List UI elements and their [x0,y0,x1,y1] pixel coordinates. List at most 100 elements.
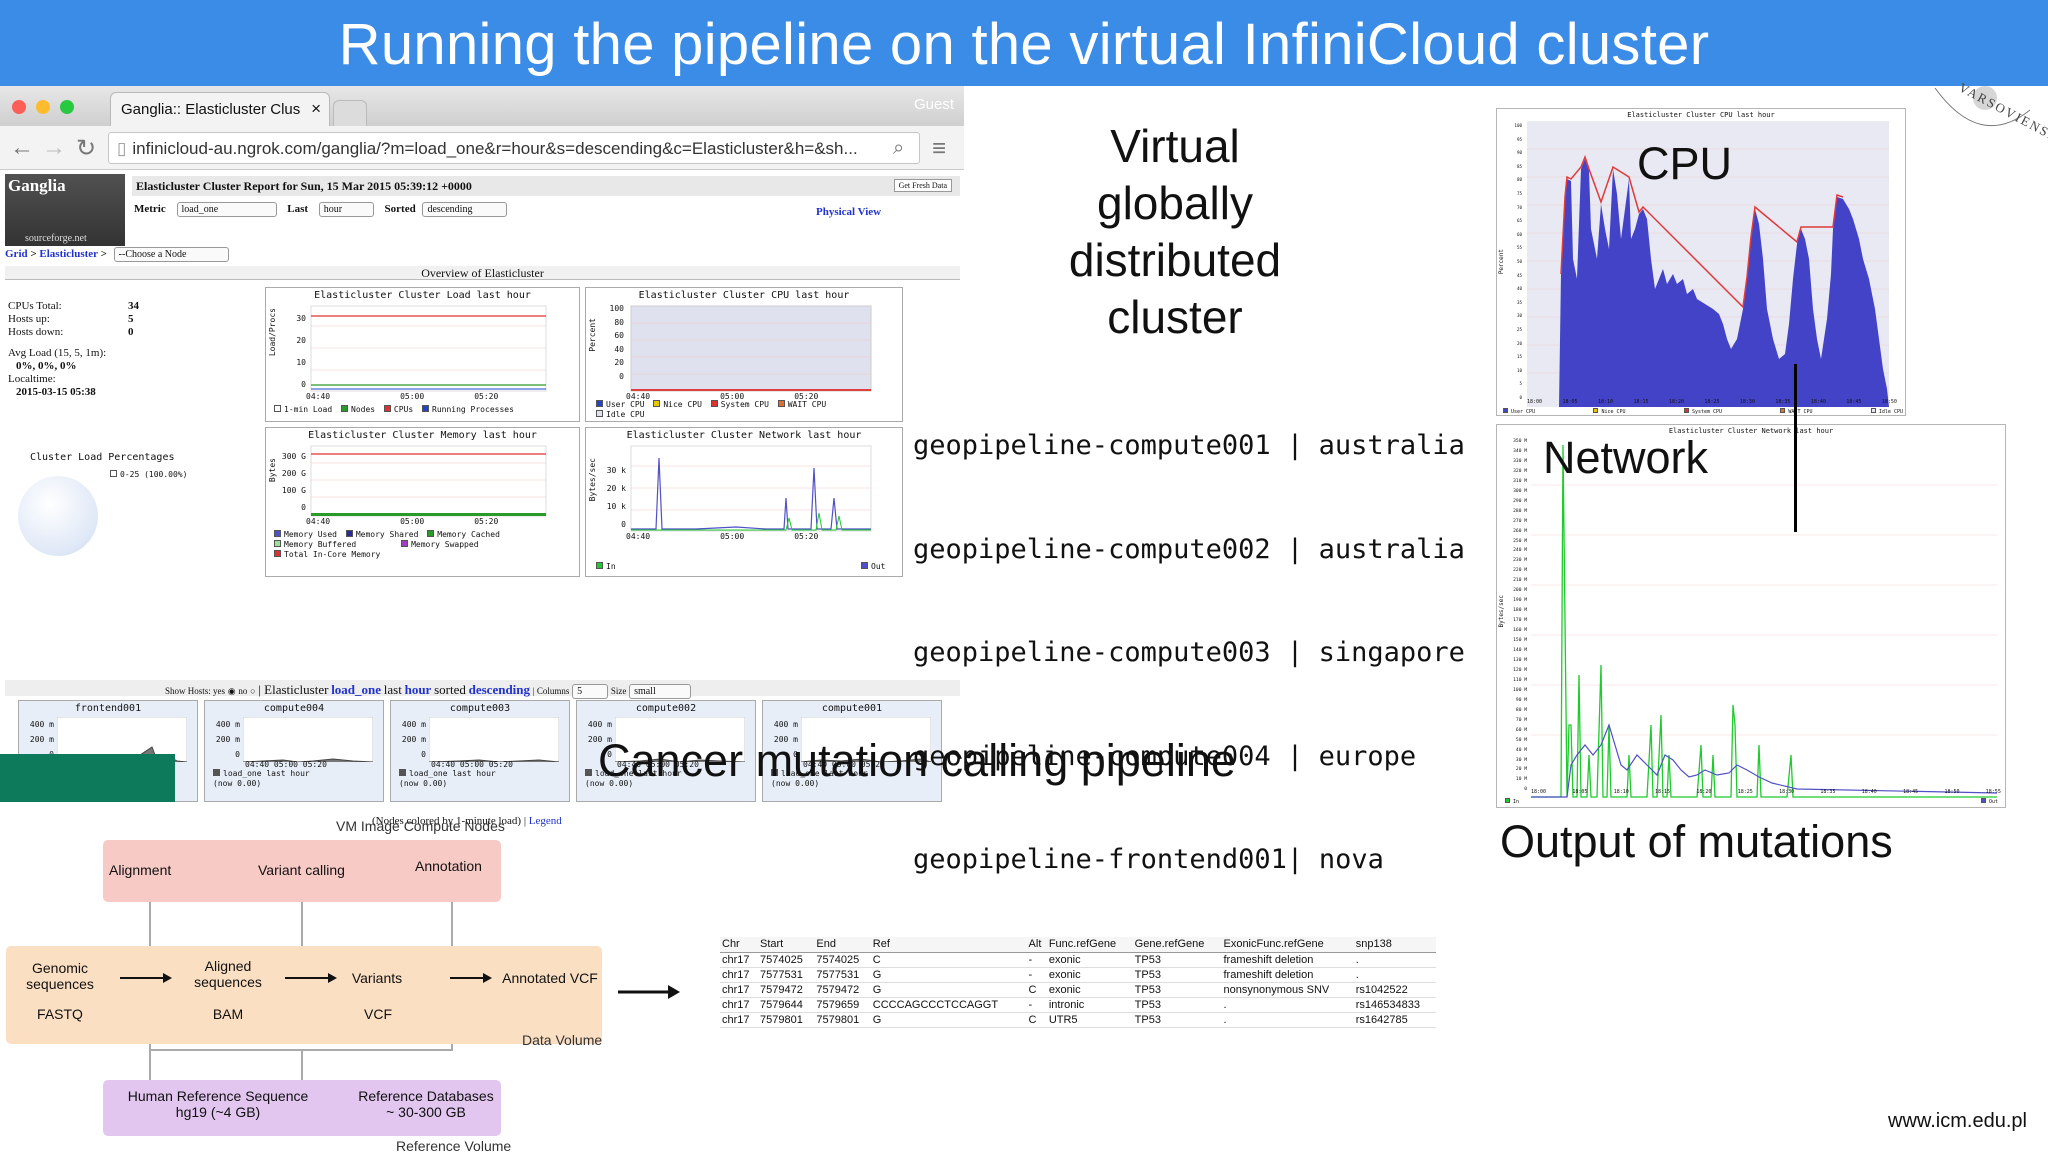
xtick: 05:00 [720,392,745,401]
legend-swatch [213,769,220,776]
memory-chart-title: Elasticluster Cluster Memory last hour [308,430,537,441]
browser-tab[interactable]: Ganglia:: Elasticluster Clus × [110,92,330,126]
get-fresh-data-button[interactable]: Get Fresh Data [893,179,952,192]
ytick: 30 M [1515,757,1527,763]
radio-no-icon[interactable]: ○ [250,686,256,696]
tab-close-icon[interactable]: × [311,99,321,118]
ytick: 60 M [1515,727,1527,733]
host-metric-link[interactable]: load_one [331,682,382,697]
cell: TP53 [1134,1013,1161,1026]
footer-url[interactable]: www.icm.edu.pl [1888,1110,2027,1132]
back-arrow-icon[interactable]: ← [10,134,34,161]
xtick: 04:40 [306,517,331,526]
ytick: 300 M [1513,488,1527,494]
ytick: 170 M [1513,618,1527,624]
cpu-chart-title: Elasticluster Cluster CPU last hour [638,290,850,301]
url-text: infinicloud-au.ngrok.com/ganglia/?m=load… [132,139,858,158]
node-select[interactable]: --Choose a Node [113,247,229,262]
ytick: 10 [1516,367,1522,373]
ytick: 85 [1516,163,1522,169]
close-window-button[interactable] [12,100,26,114]
title-bar: Running the pipeline on the virtual Infi… [0,0,2048,86]
cell: exonic [1048,983,1081,996]
columns-select[interactable]: 5 [572,684,609,699]
ytick: 200 m [215,735,240,744]
cell: 7579472 [759,983,803,996]
sort-select[interactable]: descending [422,202,508,217]
ytick: 30 [296,314,306,323]
host-range-link[interactable]: hour [404,682,432,697]
ytick: 0 [301,380,306,389]
xtick: 18:30 [1739,399,1755,405]
physical-view-link[interactable]: Physical View [816,206,882,218]
format-fastq: FASTQ [37,1006,83,1022]
cell: 7577531 [816,968,860,981]
xtick: 18:30 [1779,789,1795,795]
breadcrumb-grid[interactable]: Grid [5,248,28,260]
ytick: 35 [1516,299,1522,305]
host-sort-link[interactable]: descending [468,682,531,697]
address-bar[interactable]: ▯infinicloud-au.ngrok.com/ganglia/?m=loa… [108,132,920,164]
minimize-window-button[interactable] [36,100,50,114]
legend-item: Idle CPU [606,410,645,419]
ytick: 110 M [1513,677,1527,683]
hosts-down-value: 0 [128,326,134,338]
maximize-window-button[interactable] [60,100,74,114]
xtick: 18:35 [1775,399,1791,405]
column-header: End [816,938,836,951]
host-now: (now 0.00) [771,779,820,788]
xtick: 18:45 [1903,789,1919,795]
ganglia-logo[interactable]: Ganglia sourceforge.net [5,174,125,246]
forward-arrow-icon[interactable]: → [42,134,66,161]
cursor-line [1794,364,1797,532]
host-legend: load_one last hour(now 0.00) [585,769,682,789]
node-separator: | [1270,740,1320,772]
host-name: compute003 [449,703,511,714]
ytick: 40 [614,344,624,354]
radio-yes-icon[interactable]: ◉ [227,686,236,696]
ytick: 120 M [1513,667,1527,673]
legend-swatch [274,550,281,557]
load-chart-title: Elasticluster Cluster Load last hour [314,290,531,301]
ytick: 100 [1514,123,1522,128]
node-separator: | [1286,844,1320,875]
ytick: 10 [296,358,306,367]
new-tab-button[interactable] [333,100,367,126]
ytick: 60 [614,331,624,341]
range-select[interactable]: hour [318,202,374,217]
size-select[interactable]: small [629,684,692,699]
reload-icon[interactable]: ↻ [76,135,97,162]
legend-item: User CPU [1503,408,1535,415]
legend-link[interactable]: Legend [528,815,562,827]
guest-profile[interactable]: Guest [913,96,954,113]
cell: 7579659 [816,998,860,1011]
xtick: 05:20 [474,392,499,401]
ytick: 55 [1516,245,1522,251]
metric-select[interactable]: load_one [176,202,277,217]
ytick: 0 [235,750,240,759]
ytick: 150 M [1513,638,1527,644]
breadcrumb-cluster[interactable]: Elasticluster [39,248,98,260]
ytick: 330 M [1513,458,1527,464]
cell: . [1355,968,1359,981]
network-legend-in: In [596,562,616,572]
ytick: 200 m [401,735,426,744]
search-icon[interactable]: ⌕ [893,137,905,159]
cell: TP53 [1134,968,1161,981]
cell: C [1028,1013,1037,1026]
cell: TP53 [1134,953,1161,966]
menu-icon[interactable]: ≡ [932,135,947,162]
ytick: 60 [1516,231,1522,237]
data-variants: Variants [351,970,403,986]
size-label: Size [610,686,627,696]
cluster-heading: Virtual globally distributed cluster [1040,118,1310,346]
ytick: 80 [614,317,624,327]
